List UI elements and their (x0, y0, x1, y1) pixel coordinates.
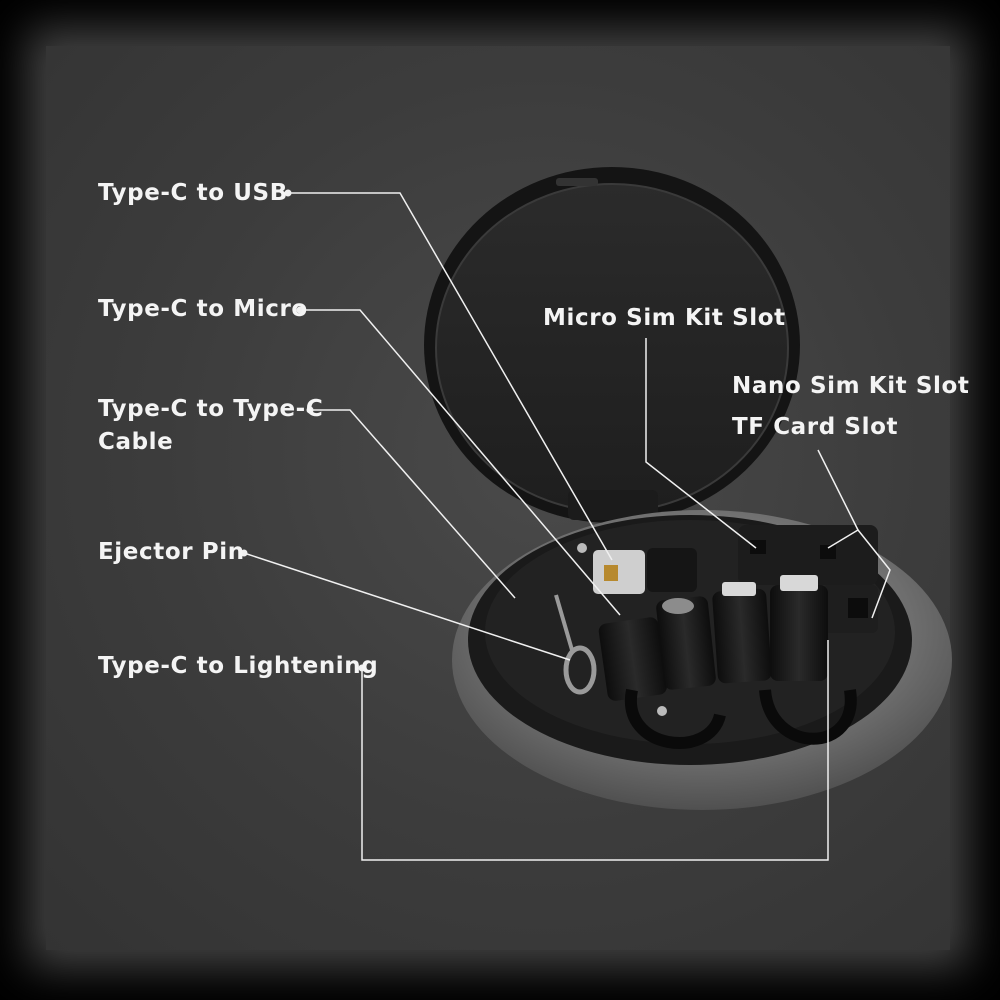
case-lid (424, 167, 800, 523)
cable-loop-left (624, 688, 726, 749)
usb-adapter (593, 550, 645, 594)
case-contents (554, 525, 878, 749)
callout-dot (306, 406, 314, 414)
callout-line-type-c (310, 409, 516, 599)
callout-line-lightening (361, 640, 829, 861)
label-nano-sim-kit-slot: Nano Sim Kit Slot (732, 373, 970, 399)
callout-dot (296, 306, 304, 314)
callout-line-micro-sim (645, 338, 757, 549)
callout-line-micro (300, 309, 621, 616)
label-type-c-to-usb: Type-C to USB (98, 180, 288, 206)
type-c-to-micro-connector (598, 617, 667, 701)
callout-dot (240, 549, 248, 557)
label-tf-card-slot: TF Card Slot (732, 414, 899, 440)
label-cable: Cable (98, 429, 174, 455)
callout-line-ejector (243, 552, 571, 661)
type-c-to-type-c-connector (656, 596, 716, 690)
ejector-pin (554, 594, 574, 651)
product-photo-panel (46, 46, 950, 950)
sim-slot-tray (738, 525, 878, 585)
callout-dot (284, 189, 292, 197)
label-type-c-to-type-c: Type-C to Type-C (98, 396, 324, 422)
label-type-c-to-micro: Type-C to Micro (98, 296, 308, 322)
type-c-connector (712, 588, 772, 684)
callout-line-tf (857, 529, 891, 619)
label-type-c-to-lightening: Type-C to Lightening (98, 653, 379, 679)
label-micro-sim-kit-slot: Micro Sim Kit Slot (543, 305, 786, 331)
callout-dots (240, 189, 366, 672)
callout-dot (358, 664, 366, 672)
cable-loop-right (759, 689, 857, 745)
callout-line-usb (288, 192, 613, 561)
callout-lines (243, 192, 891, 861)
lightning-connector (770, 585, 828, 681)
label-ejector-pin: Ejector Pin (98, 539, 245, 565)
